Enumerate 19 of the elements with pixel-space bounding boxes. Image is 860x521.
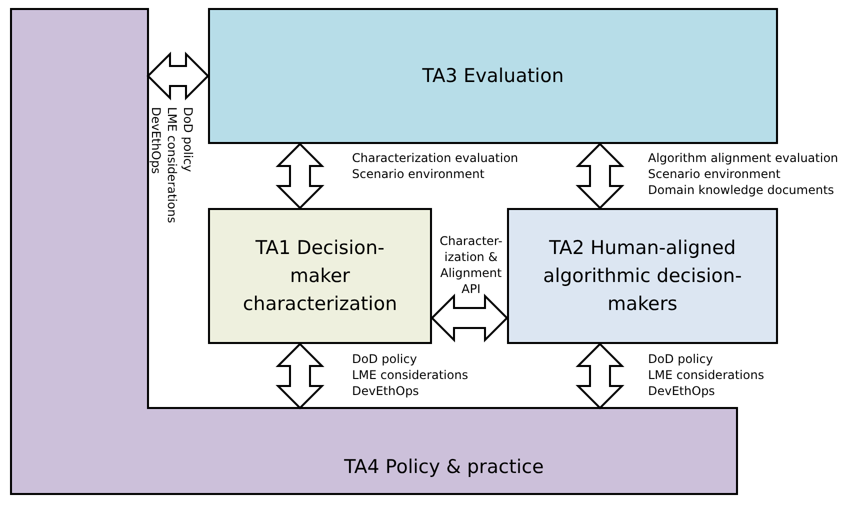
edge-label: Characterization evaluation Scenario environment — [352, 150, 518, 182]
edge-label: Algorithm alignment evaluation Scenario environment Domain knowledge documents — [648, 150, 838, 198]
double-block-arrow — [276, 142, 324, 210]
edge-label: Character-ization & Alignment API — [438, 233, 504, 297]
box-title: TA4 Policy & practice — [344, 455, 544, 480]
edge-label: DoD policy LME considerations DevEthOps — [352, 351, 468, 399]
edge-label: DoD policy LME considerations DevEthOps — [148, 107, 196, 224]
double-block-arrow — [576, 142, 624, 210]
double-block-arrow — [576, 342, 624, 410]
process-box — [208, 8, 778, 144]
process-box — [208, 208, 432, 344]
box-title: TA3 Evaluation — [422, 64, 564, 89]
box-title: TA2 Human-aligned algorithmic decision-makers — [542, 236, 743, 317]
double-block-arrow — [430, 294, 508, 342]
process-box — [507, 208, 778, 344]
edge-label: DoD policy LME considerations DevEthOps — [648, 351, 764, 399]
double-block-arrow — [146, 52, 210, 100]
box-title: TA1 Decision-maker characterization — [242, 236, 398, 317]
double-block-arrow — [276, 342, 324, 410]
